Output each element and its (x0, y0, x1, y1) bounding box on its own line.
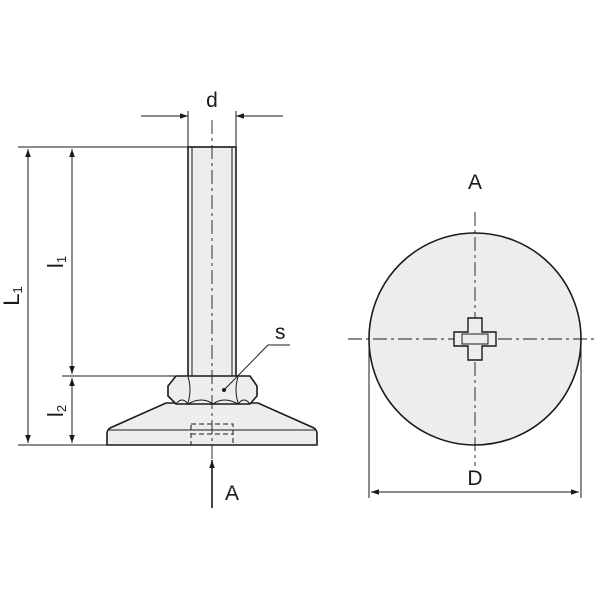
l2-label: l2 (43, 405, 69, 417)
view-a: A D (348, 171, 598, 498)
hex-nut-chamfer (175, 399, 251, 405)
s-leader-line (223, 344, 290, 391)
D-label: D (467, 467, 482, 490)
s-label: s (275, 321, 286, 344)
L1-label: L1 (0, 286, 25, 305)
l1-main: l (43, 263, 68, 268)
l1-label: l1 (43, 256, 69, 268)
hex-nut-flats (187, 376, 239, 404)
view-a-title: A (468, 171, 482, 194)
view-arrow-label: A (225, 482, 239, 505)
L1-subscript: 1 (10, 286, 25, 293)
L1-main: L (0, 293, 24, 305)
cross-recess (453, 317, 497, 361)
side-view: A d L1 l1 l2 s (0, 89, 318, 508)
s-leader-dot (222, 388, 226, 392)
cross-recess-inner (461, 333, 489, 345)
l1-subscript: 1 (54, 256, 69, 263)
d-label: d (206, 89, 218, 112)
l2-subscript: 2 (54, 405, 69, 412)
l2-main: l (43, 412, 68, 417)
